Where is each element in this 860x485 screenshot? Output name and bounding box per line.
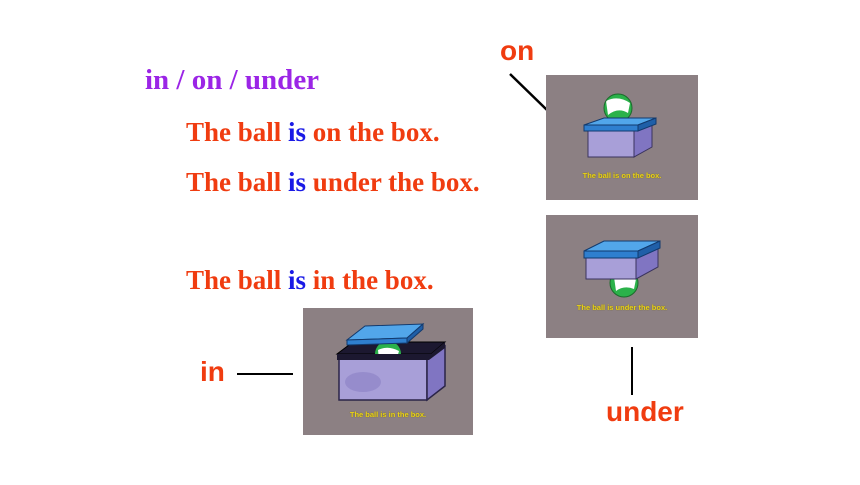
sentence-text: in the box.	[306, 265, 434, 295]
sentence-text: under the box.	[306, 167, 480, 197]
sentence-under: The ball is under the box.	[186, 167, 480, 198]
verb-is: is	[288, 167, 307, 197]
sentence-text: The ball	[186, 265, 289, 295]
image-caption: The ball is in the box.	[349, 410, 427, 419]
pointer-line-in	[237, 373, 293, 375]
image-caption: The ball is on the box.	[582, 171, 662, 180]
sentence-text: The ball	[186, 167, 289, 197]
label-in: in	[200, 356, 225, 387]
pointer-line-under	[631, 347, 633, 395]
image-ball-under-box: The ball is under the box.	[546, 215, 698, 338]
label-on: on	[500, 35, 535, 66]
image-ball-on-box: The ball is on the box.	[546, 75, 698, 200]
image-caption: The ball is under the box.	[576, 303, 668, 312]
sentence-on: The ball is on the box.	[186, 117, 440, 148]
sentence-text: on the box.	[306, 117, 440, 147]
image-ball-in-box: The ball is in the box.	[303, 308, 473, 435]
pointer-line-on	[509, 73, 548, 111]
lesson-heading: in / on / under	[145, 64, 320, 96]
sentence-in: The ball is in the box.	[186, 265, 434, 296]
verb-is: is	[288, 265, 307, 295]
label-under: under	[606, 396, 684, 427]
verb-is: is	[288, 117, 307, 147]
sentence-text: The ball	[186, 117, 289, 147]
